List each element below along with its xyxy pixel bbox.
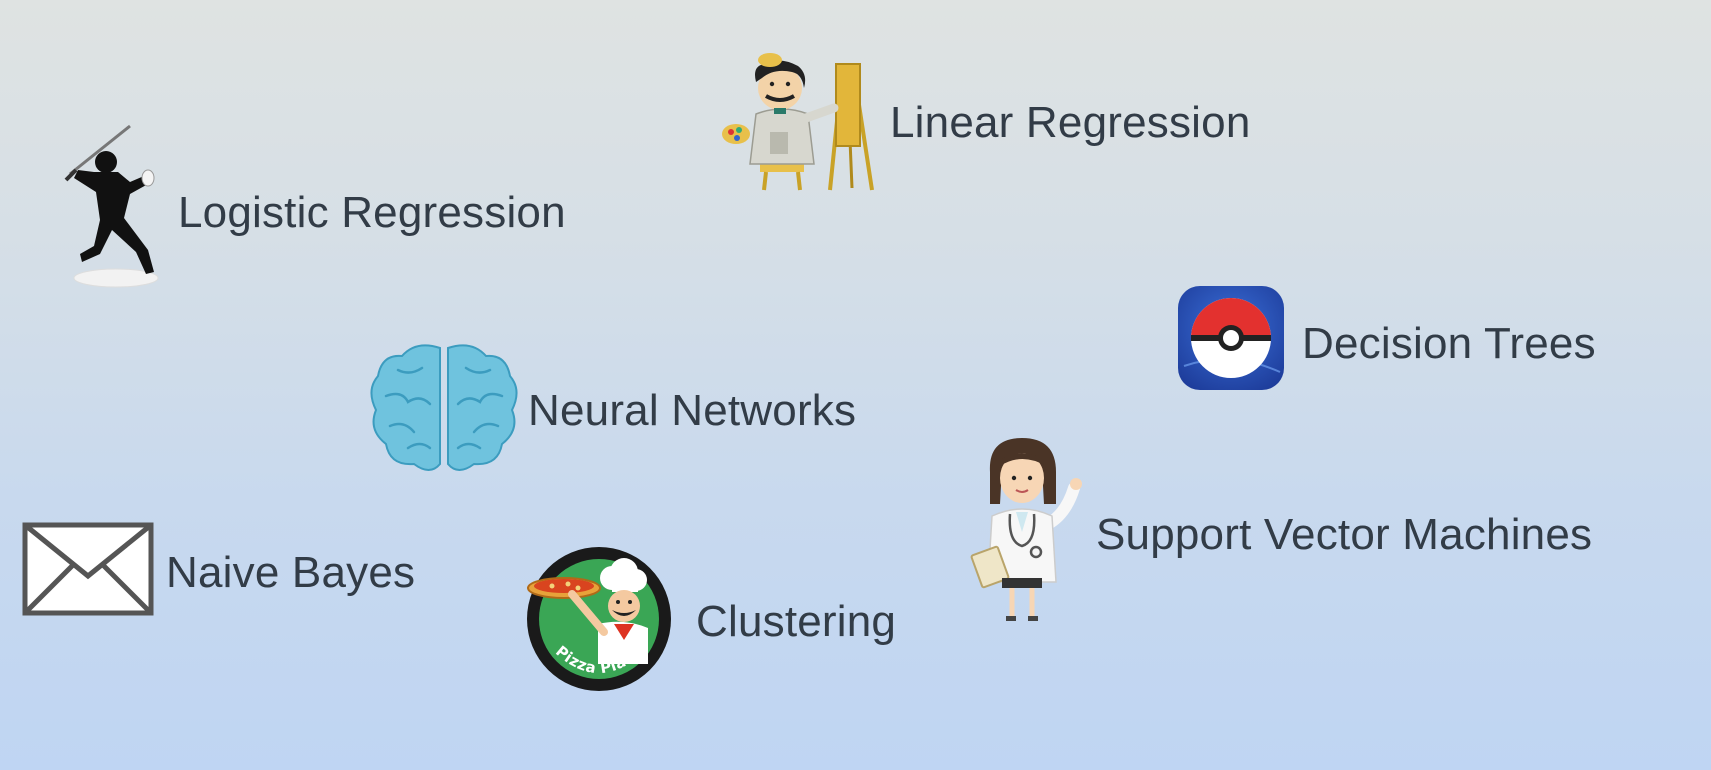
item-label: Neural Networks <box>528 386 857 435</box>
item-label: Linear Regression <box>890 98 1251 147</box>
pizza-chef-icon: Pizza Place <box>527 547 671 691</box>
item-label: Decision Trees <box>1302 319 1596 368</box>
brain-icon <box>370 344 518 471</box>
doctor-icon <box>970 438 1082 621</box>
item-label: Clustering <box>696 597 897 646</box>
envelope-icon <box>22 522 154 616</box>
painter-icon <box>722 53 874 191</box>
item-label: Logistic Regression <box>178 188 566 237</box>
item-label: Naive Bayes <box>166 548 416 597</box>
ninja-icon <box>64 124 159 288</box>
pokeball-icon <box>1178 286 1284 390</box>
item-label: Support Vector Machines <box>1096 510 1593 559</box>
